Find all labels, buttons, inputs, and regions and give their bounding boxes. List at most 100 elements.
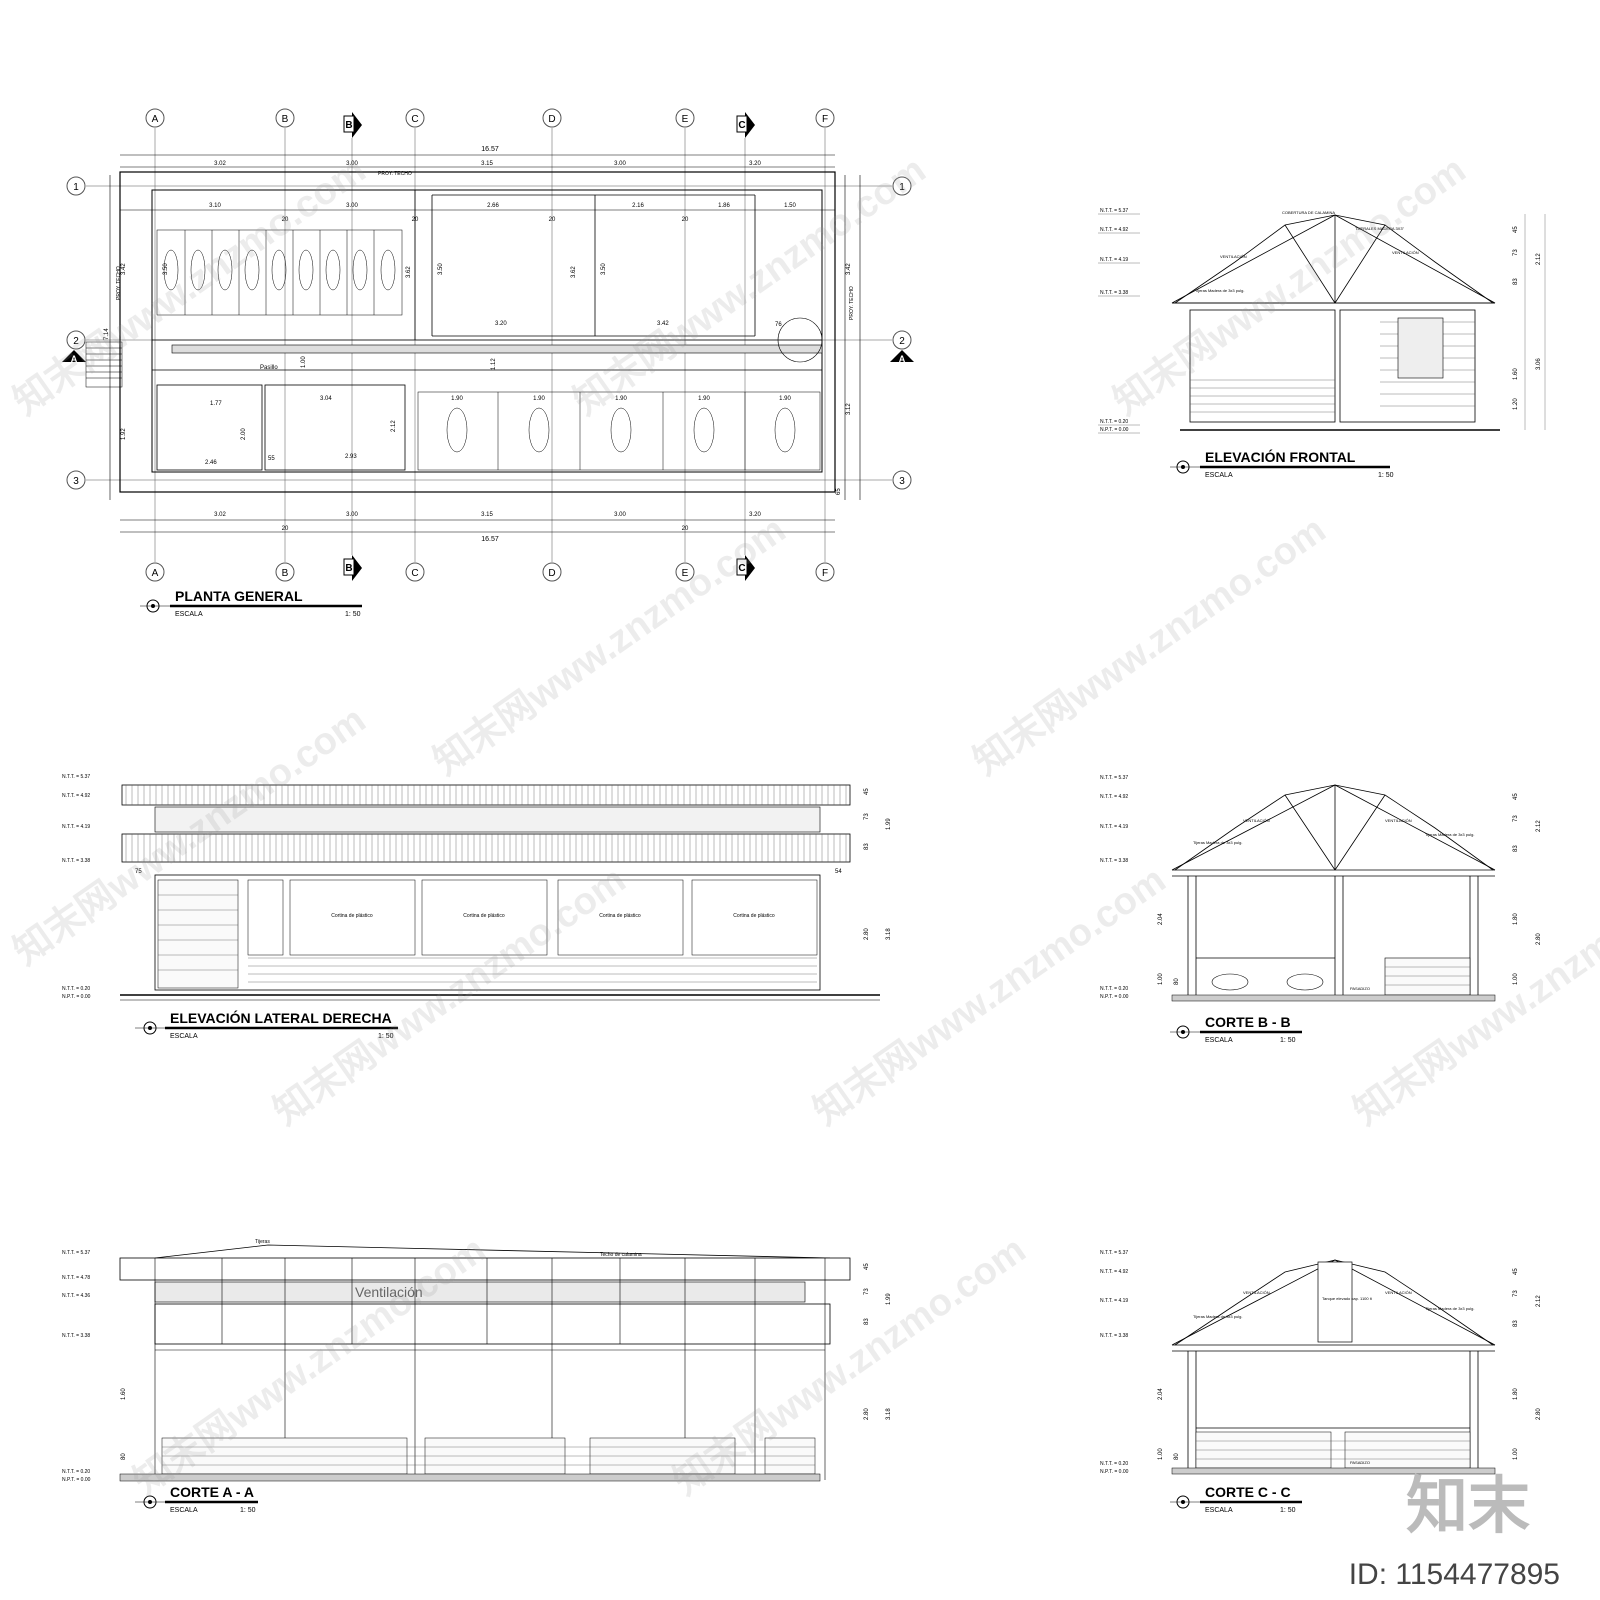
svg-text:73: 73 xyxy=(1513,1290,1519,1297)
grid-bubble-c-top: C xyxy=(405,108,425,128)
svg-text:3.00: 3.00 xyxy=(346,203,358,209)
svg-text:3: 3 xyxy=(73,476,79,487)
svg-text:83: 83 xyxy=(1513,1320,1519,1327)
svg-text:1.20: 1.20 xyxy=(1513,398,1519,410)
svg-text:1: 1 xyxy=(73,182,79,193)
stall-dims: 1.90 1.90 1.90 1.90 1.90 xyxy=(451,396,791,402)
svg-text:80: 80 xyxy=(1174,978,1180,985)
svg-text:1.86: 1.86 xyxy=(718,203,730,209)
svg-text:1.99: 1.99 xyxy=(886,1293,892,1305)
bb-pigs xyxy=(1211,973,1324,991)
svg-text:3.15: 3.15 xyxy=(481,161,493,167)
svg-text:1.12: 1.12 xyxy=(491,358,497,370)
svg-text:B: B xyxy=(282,568,289,579)
svg-text:2.12: 2.12 xyxy=(1536,1295,1542,1307)
svg-text:55: 55 xyxy=(268,456,275,462)
svg-text:83: 83 xyxy=(864,843,870,850)
aa-ventilation-band xyxy=(154,1281,806,1303)
svg-text:1.90: 1.90 xyxy=(698,396,710,402)
roof-label-right: PROY. TECHO xyxy=(849,286,855,320)
cc-floor xyxy=(1171,1467,1496,1475)
inner-wall xyxy=(151,189,823,473)
cc-title-block: CORTE C - C ESCALA 1: 50 xyxy=(1170,1484,1302,1514)
svg-text:3.10: 3.10 xyxy=(209,203,221,209)
lateral-dims: 45 73 1.99 83 2.80 3.18 75 54 xyxy=(135,788,892,940)
svg-text:3.02: 3.02 xyxy=(214,161,226,167)
svg-text:73: 73 xyxy=(864,1288,870,1295)
svg-text:A: A xyxy=(899,354,906,364)
column-dims: 20 20 20 20 20 20 xyxy=(282,217,689,532)
svg-text:1: 50: 1: 50 xyxy=(240,1507,256,1514)
svg-text:N.T.T. = 4.36: N.T.T. = 4.36 xyxy=(62,1293,90,1299)
feed-trough xyxy=(171,344,823,354)
corte-bb: N.T.T. = 5.37 N.T.T. = 4.92 N.T.T. = 4.1… xyxy=(1100,775,1542,1044)
svg-text:Ventilación: Ventilación xyxy=(355,1284,423,1300)
top-dims: 3.02 3.00 3.15 3.00 3.20 xyxy=(214,161,761,167)
svg-text:VENTILACIÓN: VENTILACIÓN xyxy=(1385,1290,1412,1295)
lateral-curtain-panels xyxy=(247,879,818,956)
svg-text:20: 20 xyxy=(682,526,689,532)
svg-text:3.20: 3.20 xyxy=(749,512,761,518)
svg-text:ESCALA: ESCALA xyxy=(170,1033,198,1040)
svg-text:Tijeras Madera de 3x3 pulg.: Tijeras Madera de 3x3 pulg. xyxy=(1425,1306,1474,1311)
svg-text:N.T.T. = 3.38: N.T.T. = 3.38 xyxy=(1100,1333,1128,1339)
svg-text:45: 45 xyxy=(1513,1268,1519,1275)
svg-text:3.62: 3.62 xyxy=(571,266,577,278)
svg-text:N.P.T. = 0.00: N.P.T. = 0.00 xyxy=(1100,994,1129,1000)
svg-text:3.00: 3.00 xyxy=(614,512,626,518)
svg-text:A: A xyxy=(152,568,159,579)
svg-text:73: 73 xyxy=(1513,815,1519,822)
svg-text:1: 50: 1: 50 xyxy=(378,1033,394,1040)
svg-text:N.T.T. = 4.92: N.T.T. = 4.92 xyxy=(1100,227,1128,233)
inner-dims: 3.20 3.42 1.77 3.04 2.46 2.93 xyxy=(205,321,669,466)
svg-text:3.18: 3.18 xyxy=(886,928,892,940)
svg-text:1: 50: 1: 50 xyxy=(345,611,361,618)
grid-bubble-a-top: A xyxy=(145,108,165,128)
section-mark-b-top: B xyxy=(343,112,362,138)
svg-text:PASADIZO: PASADIZO xyxy=(1350,1460,1370,1465)
bottom-dims: 3.02 3.00 3.15 3.00 3.20 xyxy=(214,512,761,518)
svg-text:2.46: 2.46 xyxy=(205,460,217,466)
svg-text:3.50: 3.50 xyxy=(601,263,607,275)
cc-notes: VENTILACIÓN VENTILACIÓN Tijeras Madera d… xyxy=(1193,1290,1474,1465)
bb-levels: N.T.T. = 5.37 N.T.T. = 4.92 N.T.T. = 4.1… xyxy=(1100,775,1129,1000)
roof-label-left: PROY. TECHO xyxy=(116,266,122,300)
svg-text:Tijeras: Tijeras xyxy=(255,1239,270,1245)
svg-text:N.T.T. = 4.78: N.T.T. = 4.78 xyxy=(62,1275,90,1281)
svg-text:1: 50: 1: 50 xyxy=(1280,1037,1296,1044)
svg-text:1.00: 1.00 xyxy=(1513,973,1519,985)
frontal-right-wall xyxy=(1339,309,1476,423)
svg-text:CORTE B - B: CORTE B - B xyxy=(1205,1014,1291,1030)
svg-text:F: F xyxy=(822,114,828,125)
svg-text:2.00: 2.00 xyxy=(241,428,247,440)
image-id: ID: 1154477895 xyxy=(1348,1558,1560,1591)
svg-text:Cortina de plástico: Cortina de plástico xyxy=(733,913,775,919)
svg-text:83: 83 xyxy=(1513,845,1519,852)
svg-text:N.T.T. = 5.37: N.T.T. = 5.37 xyxy=(62,774,90,780)
aa-roof xyxy=(119,1257,851,1281)
svg-text:2.66: 2.66 xyxy=(487,203,499,209)
inner-top-dims: 3.10 3.00 2.66 2.16 1.86 1.50 xyxy=(209,203,796,209)
svg-text:73: 73 xyxy=(864,813,870,820)
section-mark-c-bottom: C xyxy=(736,555,755,581)
bb-roof xyxy=(1171,784,1496,995)
bb-floor xyxy=(1171,994,1496,1002)
svg-text:Cortina de plástico: Cortina de plástico xyxy=(599,913,641,919)
svg-text:45: 45 xyxy=(1513,793,1519,800)
svg-text:3.42: 3.42 xyxy=(121,263,127,275)
svg-text:45: 45 xyxy=(1513,226,1519,233)
planta-title-block: PLANTA GENERAL ESCALA 1: 50 xyxy=(140,588,362,618)
svg-text:N.T.T. = 0.20: N.T.T. = 0.20 xyxy=(62,1469,90,1475)
svg-text:Cortina de plástico: Cortina de plástico xyxy=(463,913,505,919)
svg-text:83: 83 xyxy=(864,1318,870,1325)
svg-text:N.P.T. = 0.00: N.P.T. = 0.00 xyxy=(62,1477,91,1483)
section-mark-b-bottom: B xyxy=(343,555,362,581)
elevacion-frontal: N.T.T. = 5.37 N.T.T. = 4.92 N.T.T. = 4.1… xyxy=(1098,208,1546,479)
svg-text:Tijeras Madera de 3x3 pulg.: Tijeras Madera de 3x3 pulg. xyxy=(1193,1314,1242,1319)
svg-text:3.62: 3.62 xyxy=(406,266,412,278)
svg-text:ELEVACIÓN FRONTAL: ELEVACIÓN FRONTAL xyxy=(1205,448,1356,465)
svg-text:1.00: 1.00 xyxy=(1158,1448,1164,1460)
svg-text:C: C xyxy=(738,563,745,574)
svg-text:F: F xyxy=(822,568,828,579)
cc-levels: N.T.T. = 5.37 N.T.T. = 4.92 N.T.T. = 4.1… xyxy=(1100,1250,1129,1475)
